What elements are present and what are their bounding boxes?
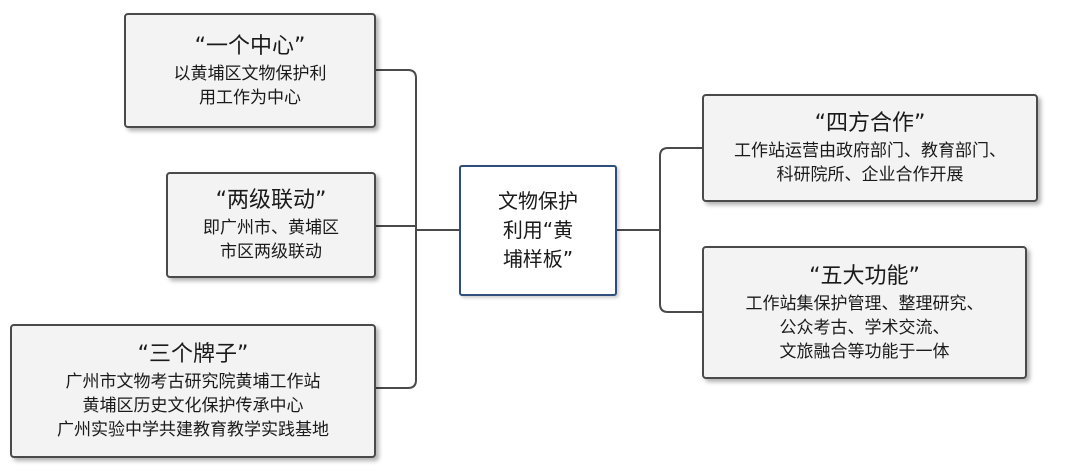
node-four-cooperation: “四方合作” 工作站运营由政府部门、教育部门、 科研院所、企业合作开展 xyxy=(702,94,1038,202)
node-title: “两级联动” xyxy=(215,188,327,213)
node-line: 广州实验中学共建教育教学实践基地 xyxy=(57,420,329,440)
node-line: 用工作为中心 xyxy=(199,87,301,108)
node-line: 工作站运营由政府部门、教育部门、 xyxy=(734,141,1006,161)
node-title: “一个中心” xyxy=(194,33,306,59)
node-five-functions: “五大功能” 工作站集保护管理、整理研究、 公众考古、学术交流、 文旅融合等功能… xyxy=(702,246,1027,379)
node-line: 广州市文物考古研究院黄埔工作站 xyxy=(65,372,321,392)
center-node: 文物保护 利用“黄 埔样板” xyxy=(459,165,617,296)
node-three-brands: “三个牌子” 广州市文物考古研究院黄埔工作站 黄埔区历史文化保护传承中心 广州实… xyxy=(10,324,376,458)
center-line: 文物保护 xyxy=(498,189,578,213)
node-line: 黄埔区历史文化保护传承中心 xyxy=(82,396,304,416)
node-line: 工作站集保护管理、整理研究、 xyxy=(745,293,984,314)
node-line: 市区两级联动 xyxy=(220,242,322,262)
node-line: 以黄埔区文物保护利 xyxy=(173,63,327,84)
center-line: 埔样板” xyxy=(502,247,574,271)
node-line: 科研院所、企业合作开展 xyxy=(776,165,964,185)
node-one-center: “一个中心” 以黄埔区文物保护利 用工作为中心 xyxy=(124,13,376,128)
connector-four-cooperation xyxy=(659,147,702,313)
connector-one-center xyxy=(376,69,417,389)
node-two-levels: “两级联动” 即广州市、黄埔区 市区两级联动 xyxy=(166,172,376,278)
node-title: “四方合作” xyxy=(814,111,926,136)
node-title: “三个牌子” xyxy=(137,342,249,367)
node-line: 文旅融合等功能于一体 xyxy=(779,341,950,362)
node-line: 即广州市、黄埔区 xyxy=(203,218,339,238)
center-line: 利用“黄 xyxy=(502,218,574,242)
node-title: “五大功能” xyxy=(809,263,920,289)
node-line: 公众考古、学术交流、 xyxy=(779,317,950,338)
